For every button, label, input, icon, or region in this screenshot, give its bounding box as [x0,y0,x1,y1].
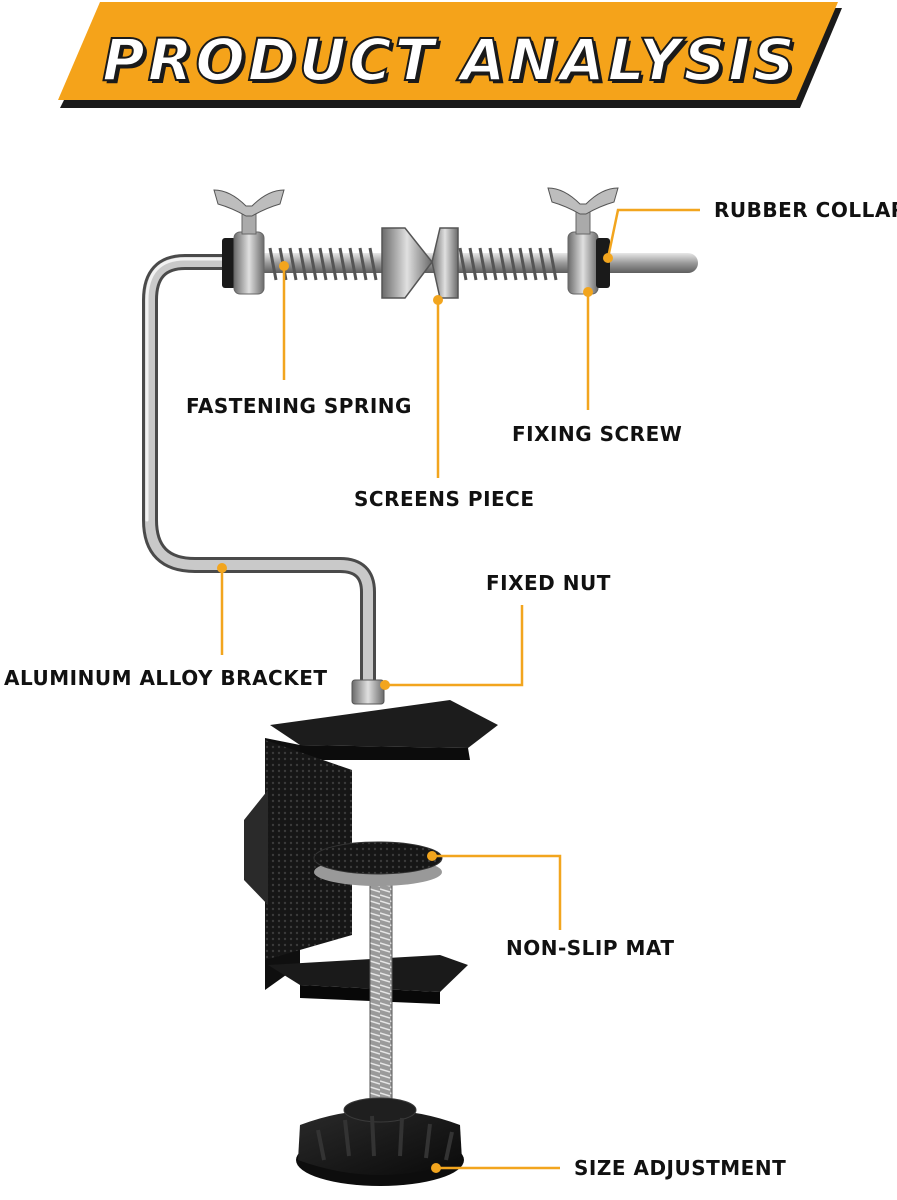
fixing-screw [547,187,619,295]
label-non-slip-mat: NON-SLIP MAT [506,936,675,960]
callout-line-fixed-nut [385,605,524,687]
callout-lines [220,208,700,1170]
rubber-collar [596,238,610,288]
label-fastening-spring: FASTENING SPRING [186,394,412,418]
label-screens-piece: SCREENS PIECE [354,487,535,511]
main-shaft [240,253,698,273]
callout-dots [217,253,613,1173]
left-fixing-collar [213,189,285,295]
aluminum-alloy-bracket [142,254,376,698]
title-banner [58,2,842,108]
non-slip-mat [313,841,443,886]
size-adjustment-knob [296,1097,464,1186]
screens-piece [381,227,459,299]
fixed-nut [351,679,385,705]
callout-line-rubber-collar [606,208,700,259]
label-rubber-collar: RUBBER COLLAR [714,198,897,222]
label-size-adjustment: SIZE ADJUSTMENT [574,1156,787,1180]
callout-line-non-slip-mat [432,854,562,930]
fastening-spring-right [458,247,558,281]
c-clamp [244,700,498,1004]
label-aluminum-alloy-bracket: ALUMINUM ALLOY BRACKET [4,666,328,690]
clamp-screw [369,874,393,1116]
label-fixed-nut: FIXED NUT [486,571,611,595]
label-fixing-screw: FIXING SCREW [512,422,683,446]
banner-title: PRODUCT ANALYSIS [101,25,798,95]
